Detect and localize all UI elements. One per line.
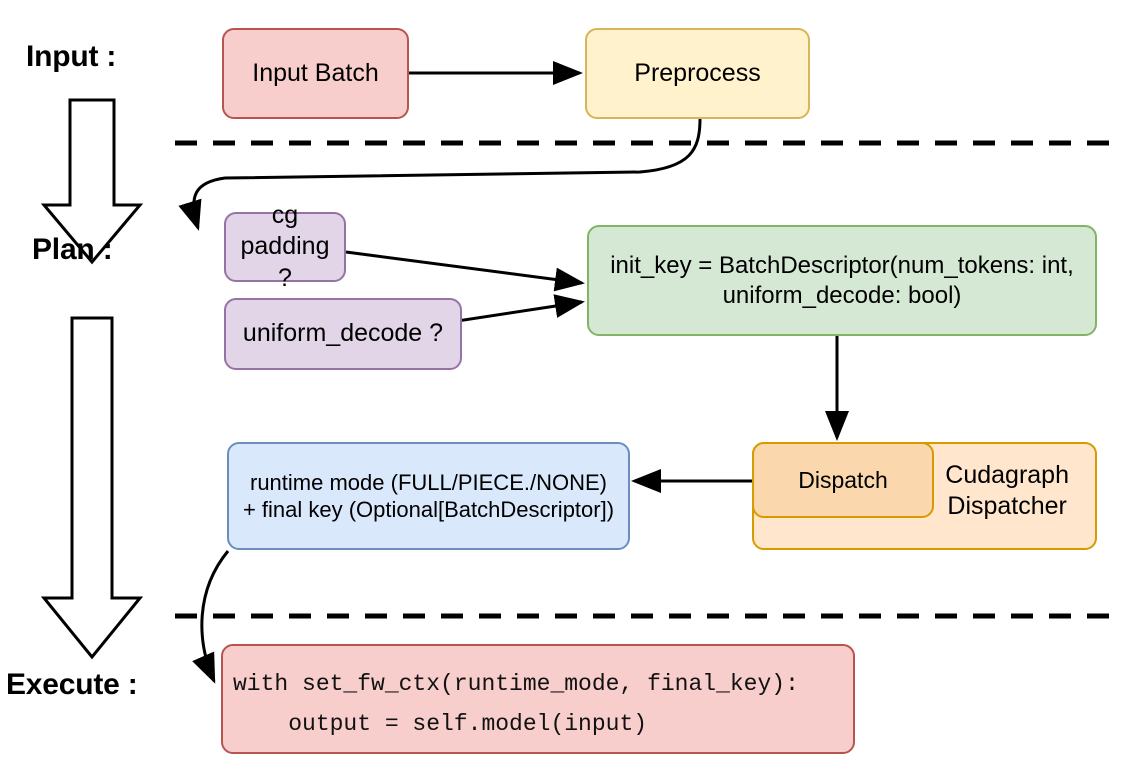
node-init-key-line2: uniform_decode: bool) xyxy=(722,281,962,309)
node-init-key-line1: init_key = BatchDescriptor(num_tokens: i… xyxy=(610,251,1074,279)
plan-to-execute-block-arrow xyxy=(40,316,144,660)
node-execute-code[interactable]: with set_fw_ctx(runtime_mode, final_key)… xyxy=(221,644,855,754)
node-cudagraph-dispatcher-line2: Dispatcher xyxy=(947,492,1067,521)
node-init-key[interactable]: init_key = BatchDescriptor(num_tokens: i… xyxy=(587,225,1097,336)
stage-label-input: Input : xyxy=(26,40,117,73)
node-uniform-decode[interactable]: uniform_decode ? xyxy=(224,298,462,370)
node-dispatch-label: Dispatch xyxy=(798,466,888,493)
node-cudagraph-dispatcher[interactable]: Cudagraph Dispatcher Dispatch xyxy=(752,442,1097,550)
node-preprocess-label: Preprocess xyxy=(634,58,761,87)
node-cudagraph-dispatcher-label: Cudagraph Dispatcher xyxy=(937,460,1095,523)
execute-code-line1: with set_fw_ctx(runtime_mode, final_key)… xyxy=(233,671,799,697)
stage-label-plan: Plan : xyxy=(32,233,113,266)
node-dispatch[interactable]: Dispatch xyxy=(752,442,934,518)
node-runtime-mode-line2: + final key (Optional[BatchDescriptor]) xyxy=(242,497,615,522)
node-preprocess[interactable]: Preprocess xyxy=(585,28,810,119)
node-uniform-decode-label: uniform_decode ? xyxy=(242,319,444,348)
node-cudagraph-dispatcher-line1: Cudagraph xyxy=(945,461,1069,489)
node-cg-padding-label: cg padding ? xyxy=(240,201,330,292)
node-runtime-mode[interactable]: runtime mode (FULL/PIECE./NONE) + final … xyxy=(227,442,630,550)
node-input-batch[interactable]: Input Batch xyxy=(222,28,409,119)
stage-label-execute: Execute : xyxy=(6,668,138,701)
arrow-cg-padding-to-init-key xyxy=(345,250,585,292)
node-cg-padding[interactable]: cg padding ? xyxy=(224,201,346,292)
node-input-batch-label: Input Batch xyxy=(252,58,379,87)
node-runtime-mode-line1: runtime mode (FULL/PIECE./NONE) xyxy=(250,469,607,495)
